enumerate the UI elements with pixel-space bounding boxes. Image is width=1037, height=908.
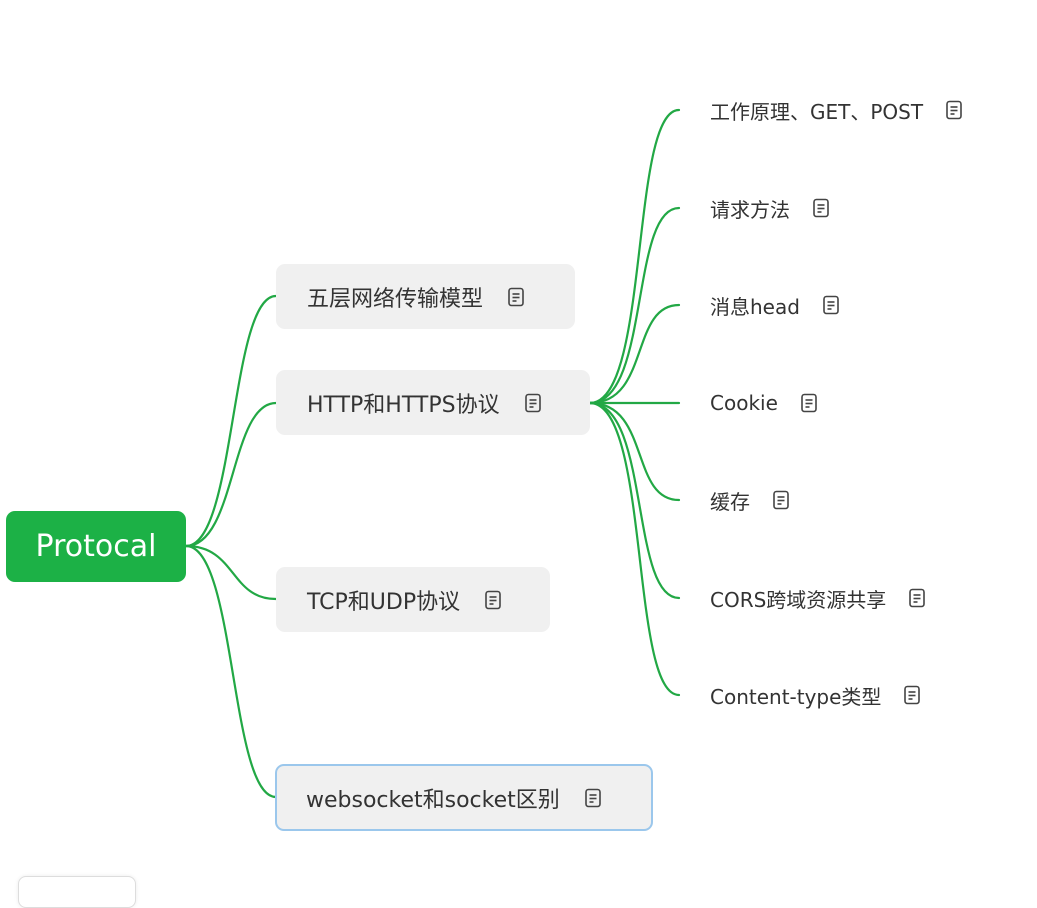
- note-icon[interactable]: [906, 587, 928, 609]
- leaf-label: Content-type类型: [710, 684, 882, 709]
- link-root-branch-2: [184, 401, 278, 548]
- branch-node-websocket-socket[interactable]: websocket和socket区别: [275, 764, 653, 831]
- note-icon[interactable]: [820, 294, 842, 316]
- leaf-node-message-head[interactable]: 消息head: [710, 290, 842, 320]
- link-branch-2-leaf-2: [588, 206, 681, 405]
- branch-label: TCP和UDP协议: [307, 589, 461, 615]
- link-branch-2-leaf-3: [588, 303, 681, 405]
- leaf-node-request-methods[interactable]: 请求方法: [710, 193, 832, 223]
- note-icon[interactable]: [810, 197, 832, 219]
- leaf-node-cookie[interactable]: Cookie: [710, 388, 820, 418]
- leaf-node-cors[interactable]: CORS跨域资源共享: [710, 583, 928, 613]
- leaf-label: 请求方法: [710, 197, 790, 222]
- link-root-branch-3: [184, 544, 278, 601]
- link-branch-2-leaf-6: [588, 401, 681, 600]
- leaf-node-cache[interactable]: 缓存: [710, 485, 792, 515]
- leaf-label: 工作原理、GET、POST: [710, 99, 924, 124]
- link-branch-2-leaf-5: [588, 401, 681, 502]
- note-icon[interactable]: [482, 589, 504, 611]
- leaf-label: 缓存: [710, 489, 750, 514]
- leaf-label: 消息head: [710, 294, 800, 319]
- link-root-branch-1: [184, 294, 278, 548]
- note-icon[interactable]: [770, 489, 792, 511]
- leaf-label: Cookie: [710, 391, 778, 415]
- note-icon[interactable]: [901, 684, 923, 706]
- leaf-label: CORS跨域资源共享: [710, 587, 887, 612]
- branch-node-http-https[interactable]: HTTP和HTTPS协议: [276, 370, 590, 435]
- link-branch-2-leaf-1: [588, 108, 681, 405]
- branch-node-tcp-udp[interactable]: TCP和UDP协议: [276, 567, 550, 632]
- note-icon[interactable]: [943, 99, 965, 121]
- leaf-node-content-type[interactable]: Content-type类型: [710, 680, 923, 710]
- note-icon[interactable]: [522, 392, 544, 414]
- link-branch-2-leaf-7: [588, 401, 681, 697]
- bottom-panel-tab[interactable]: [18, 876, 136, 908]
- branch-label: HTTP和HTTPS协议: [307, 392, 500, 418]
- branch-node-five-layer-model[interactable]: 五层网络传输模型: [276, 264, 575, 329]
- branch-label: websocket和socket区别: [306, 787, 560, 813]
- link-root-branch-4: [184, 544, 278, 799]
- leaf-node-working-principle[interactable]: 工作原理、GET、POST: [710, 95, 965, 125]
- root-node[interactable]: Protocal: [6, 511, 186, 582]
- note-icon[interactable]: [505, 286, 527, 308]
- note-icon[interactable]: [582, 787, 604, 809]
- root-label: Protocal: [35, 529, 157, 564]
- branch-label: 五层网络传输模型: [307, 286, 484, 312]
- note-icon[interactable]: [798, 392, 820, 414]
